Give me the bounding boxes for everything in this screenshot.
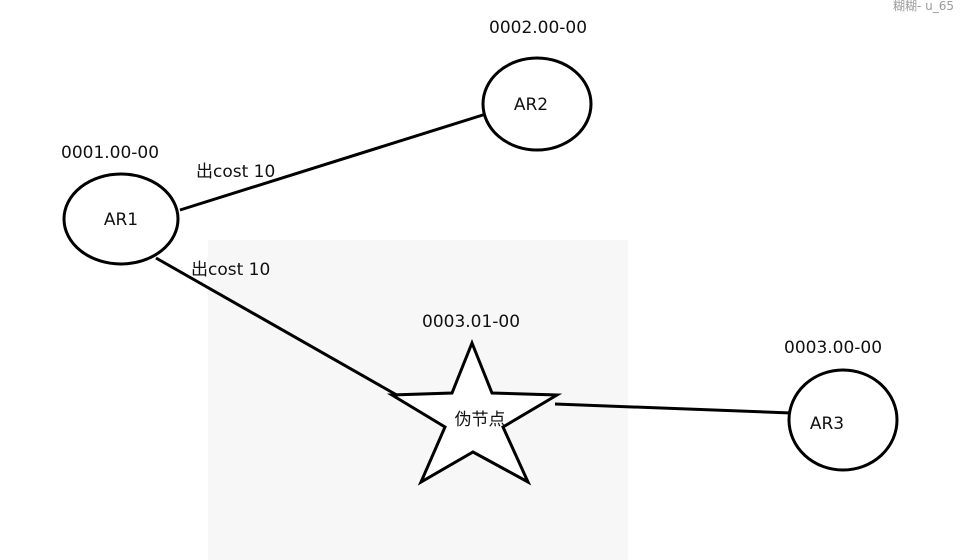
ar3-label: AR3 <box>810 414 844 434</box>
pseudo-node-address-label: 0003.01-00 <box>422 312 520 332</box>
router-node-ar1: 0001.00-00 AR1 <box>61 143 180 266</box>
cost-label-ar1-ar2: 出cost 10 <box>196 162 275 182</box>
ar3-address-label: 0003.00-00 <box>784 338 882 358</box>
link-ar1-pseudo-node <box>155 256 403 400</box>
router-node-ar2: 0002.00-00 AR2 <box>481 18 593 152</box>
ar2-address-label: 0002.00-00 <box>489 18 587 38</box>
router-node-ar3: 0003.00-00 AR3 <box>784 338 899 472</box>
cost-label-ar1-pseudo-node: 出cost 10 <box>191 260 270 280</box>
pseudo-node: 0003.01-00 伪节点 <box>386 312 563 486</box>
pseudo-node-label: 伪节点 <box>455 410 506 430</box>
link-pseudo-node-ar3 <box>554 402 792 415</box>
ar3-ellipse <box>787 368 899 472</box>
ar1-ellipse <box>62 172 180 266</box>
ar1-address-label: 0001.00-00 <box>61 143 159 163</box>
watermark-text: 糊糊- u_65 <box>893 0 954 13</box>
pseudo-node-star-icon <box>386 338 563 486</box>
link-ar1-ar2 <box>179 112 487 212</box>
ar2-ellipse <box>481 56 593 152</box>
ar1-label: AR1 <box>104 210 138 230</box>
ar2-label: AR2 <box>514 95 548 115</box>
